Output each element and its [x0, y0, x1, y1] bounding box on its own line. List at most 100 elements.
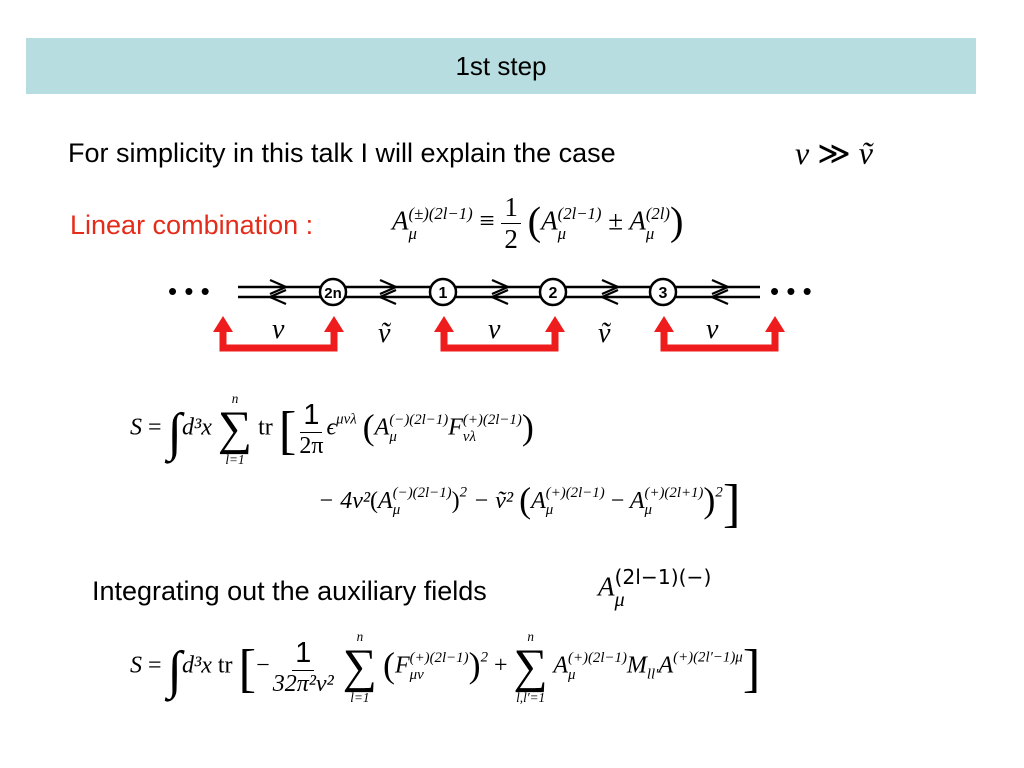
chevron-left-icon — [489, 288, 509, 306]
A-indices: (±)(2l−1)μ — [409, 204, 473, 242]
sum-upper: n — [527, 629, 534, 644]
bracket-1-2 — [440, 328, 559, 352]
chevron-left-icon — [599, 288, 619, 306]
arrow-up-icon — [213, 316, 233, 332]
frac-den: 32π²v² — [272, 670, 334, 697]
moose-chain-diagram: • • • • • • 2n 1 2 3 v ṽ v ṽ v — [168, 276, 812, 352]
A-symbol: A — [658, 652, 674, 679]
linear-combination-label: Linear combination : — [70, 210, 314, 240]
auxiliary-field: A(2l−1)(−)μ — [598, 565, 712, 613]
equiv-symbol: ≡ — [479, 205, 495, 236]
A-indices: (+)(2l+1)μ — [644, 485, 703, 519]
arrow-up-icon — [434, 316, 454, 332]
mass-term-vtilde: − ṽ² — [473, 487, 514, 514]
M-sub: ll′ — [646, 666, 659, 683]
frac-den: 2π — [299, 432, 324, 459]
vtilde-symbol: ṽ — [858, 135, 873, 171]
sum-upper: n — [231, 391, 239, 406]
integrating-text: Integrating out the auxiliary fields — [92, 576, 487, 606]
epsilon: ϵ — [326, 414, 337, 441]
chevron-left-icon — [377, 288, 397, 306]
sum-symbol: ∑ — [217, 402, 253, 456]
equals-symbol: = — [148, 652, 162, 679]
link-label-v: v — [488, 314, 501, 345]
frac-num: 1 — [300, 399, 323, 433]
red-arrowheads — [213, 316, 785, 332]
square: 2 — [715, 484, 723, 501]
minus-symbol: − — [610, 487, 625, 514]
A-symbol: A — [378, 487, 393, 514]
A-indices: (−)(2l−1)μ — [393, 485, 452, 519]
A-indices: (2l−1)μ — [558, 204, 602, 242]
measure: d³x — [182, 652, 212, 679]
intro-text: For simplicity in this talk I will expla… — [68, 138, 616, 168]
F-symbol: F — [394, 652, 410, 679]
S-symbol: S — [130, 652, 142, 679]
A-sub: μ — [614, 589, 625, 612]
right-dots: • • • — [770, 276, 812, 306]
A-sup: (2l−1) — [557, 204, 602, 224]
A-indices: (−)(2l−1)μ — [389, 412, 448, 446]
A-symbol: A — [598, 571, 615, 602]
action-formula-line2: − 4v²(A(−)(2l−1)μ)2 − ṽ² (A(+)(2l−1)μ − … — [318, 475, 741, 533]
F-sub: νλ — [462, 429, 476, 446]
mass-term-v: − 4v² — [318, 487, 371, 514]
chain-node-2: 2 — [538, 277, 568, 307]
A-symbol: A — [374, 414, 390, 441]
square: 2 — [459, 484, 468, 501]
pm-symbol: ± — [608, 205, 624, 236]
A-symbol: A — [629, 487, 645, 514]
title-bar: 1st step — [26, 38, 976, 94]
A-sup: (−)(2l−1) — [389, 412, 449, 429]
A-sub: μ — [389, 429, 397, 446]
measure: d³x — [182, 414, 212, 441]
sum-symbol: ∑ — [342, 640, 377, 694]
trace: tr — [258, 414, 273, 441]
A-sub: μ — [557, 223, 567, 243]
A-indices: (2l−1)(−)μ — [614, 565, 712, 613]
chain-chevrons — [267, 278, 731, 306]
A-sub: μ — [644, 502, 652, 519]
arrow-up-icon — [765, 316, 785, 332]
A-sup: (2l−1)(−) — [614, 565, 712, 589]
node-label: 1 — [439, 285, 448, 302]
arrow-up-icon — [654, 316, 674, 332]
F-symbol: F — [448, 414, 463, 441]
node-label: 2n — [324, 285, 342, 302]
A-sub: μ — [392, 502, 401, 519]
arrow-up-icon — [545, 316, 565, 332]
bracket-2n-1 — [219, 328, 338, 352]
F-sup: (+)(2l−1) — [409, 650, 469, 667]
A-sup: (+)(2l−1) — [568, 650, 627, 667]
plus-symbol: + — [494, 652, 508, 679]
A-indices: (2l)μ — [646, 204, 670, 242]
A-sup: (+)(2l′−1)μ — [673, 649, 743, 666]
square: 2 — [480, 649, 488, 666]
equals-symbol: = — [148, 414, 162, 441]
M-symbol: M — [626, 652, 647, 679]
minus-symbol: − — [256, 652, 270, 679]
chain-node-1: 1 — [428, 277, 458, 307]
half-den: 2 — [504, 224, 518, 254]
epsilon-sup: μνλ — [336, 411, 357, 428]
trace: tr — [217, 652, 233, 679]
A-symbol: A — [392, 205, 409, 236]
A-sub: μ — [568, 667, 576, 684]
link-label-vtilde: ṽ — [598, 318, 612, 349]
link-label-v: v — [706, 314, 719, 345]
chevron-right-icon — [711, 278, 731, 296]
A-symbol: A — [629, 205, 646, 236]
arrow-up-icon — [324, 316, 344, 332]
A-indices: (+)(2l−1)μ — [568, 650, 627, 684]
S-symbol: S — [130, 414, 142, 441]
F-sub: μν — [409, 667, 424, 684]
chevron-right-icon — [601, 278, 621, 296]
red-brackets — [219, 328, 779, 352]
link-label-v: v — [272, 314, 285, 345]
A-sup: (+)(2l−1) — [545, 485, 605, 502]
sum-lower: l=1 — [225, 452, 245, 468]
